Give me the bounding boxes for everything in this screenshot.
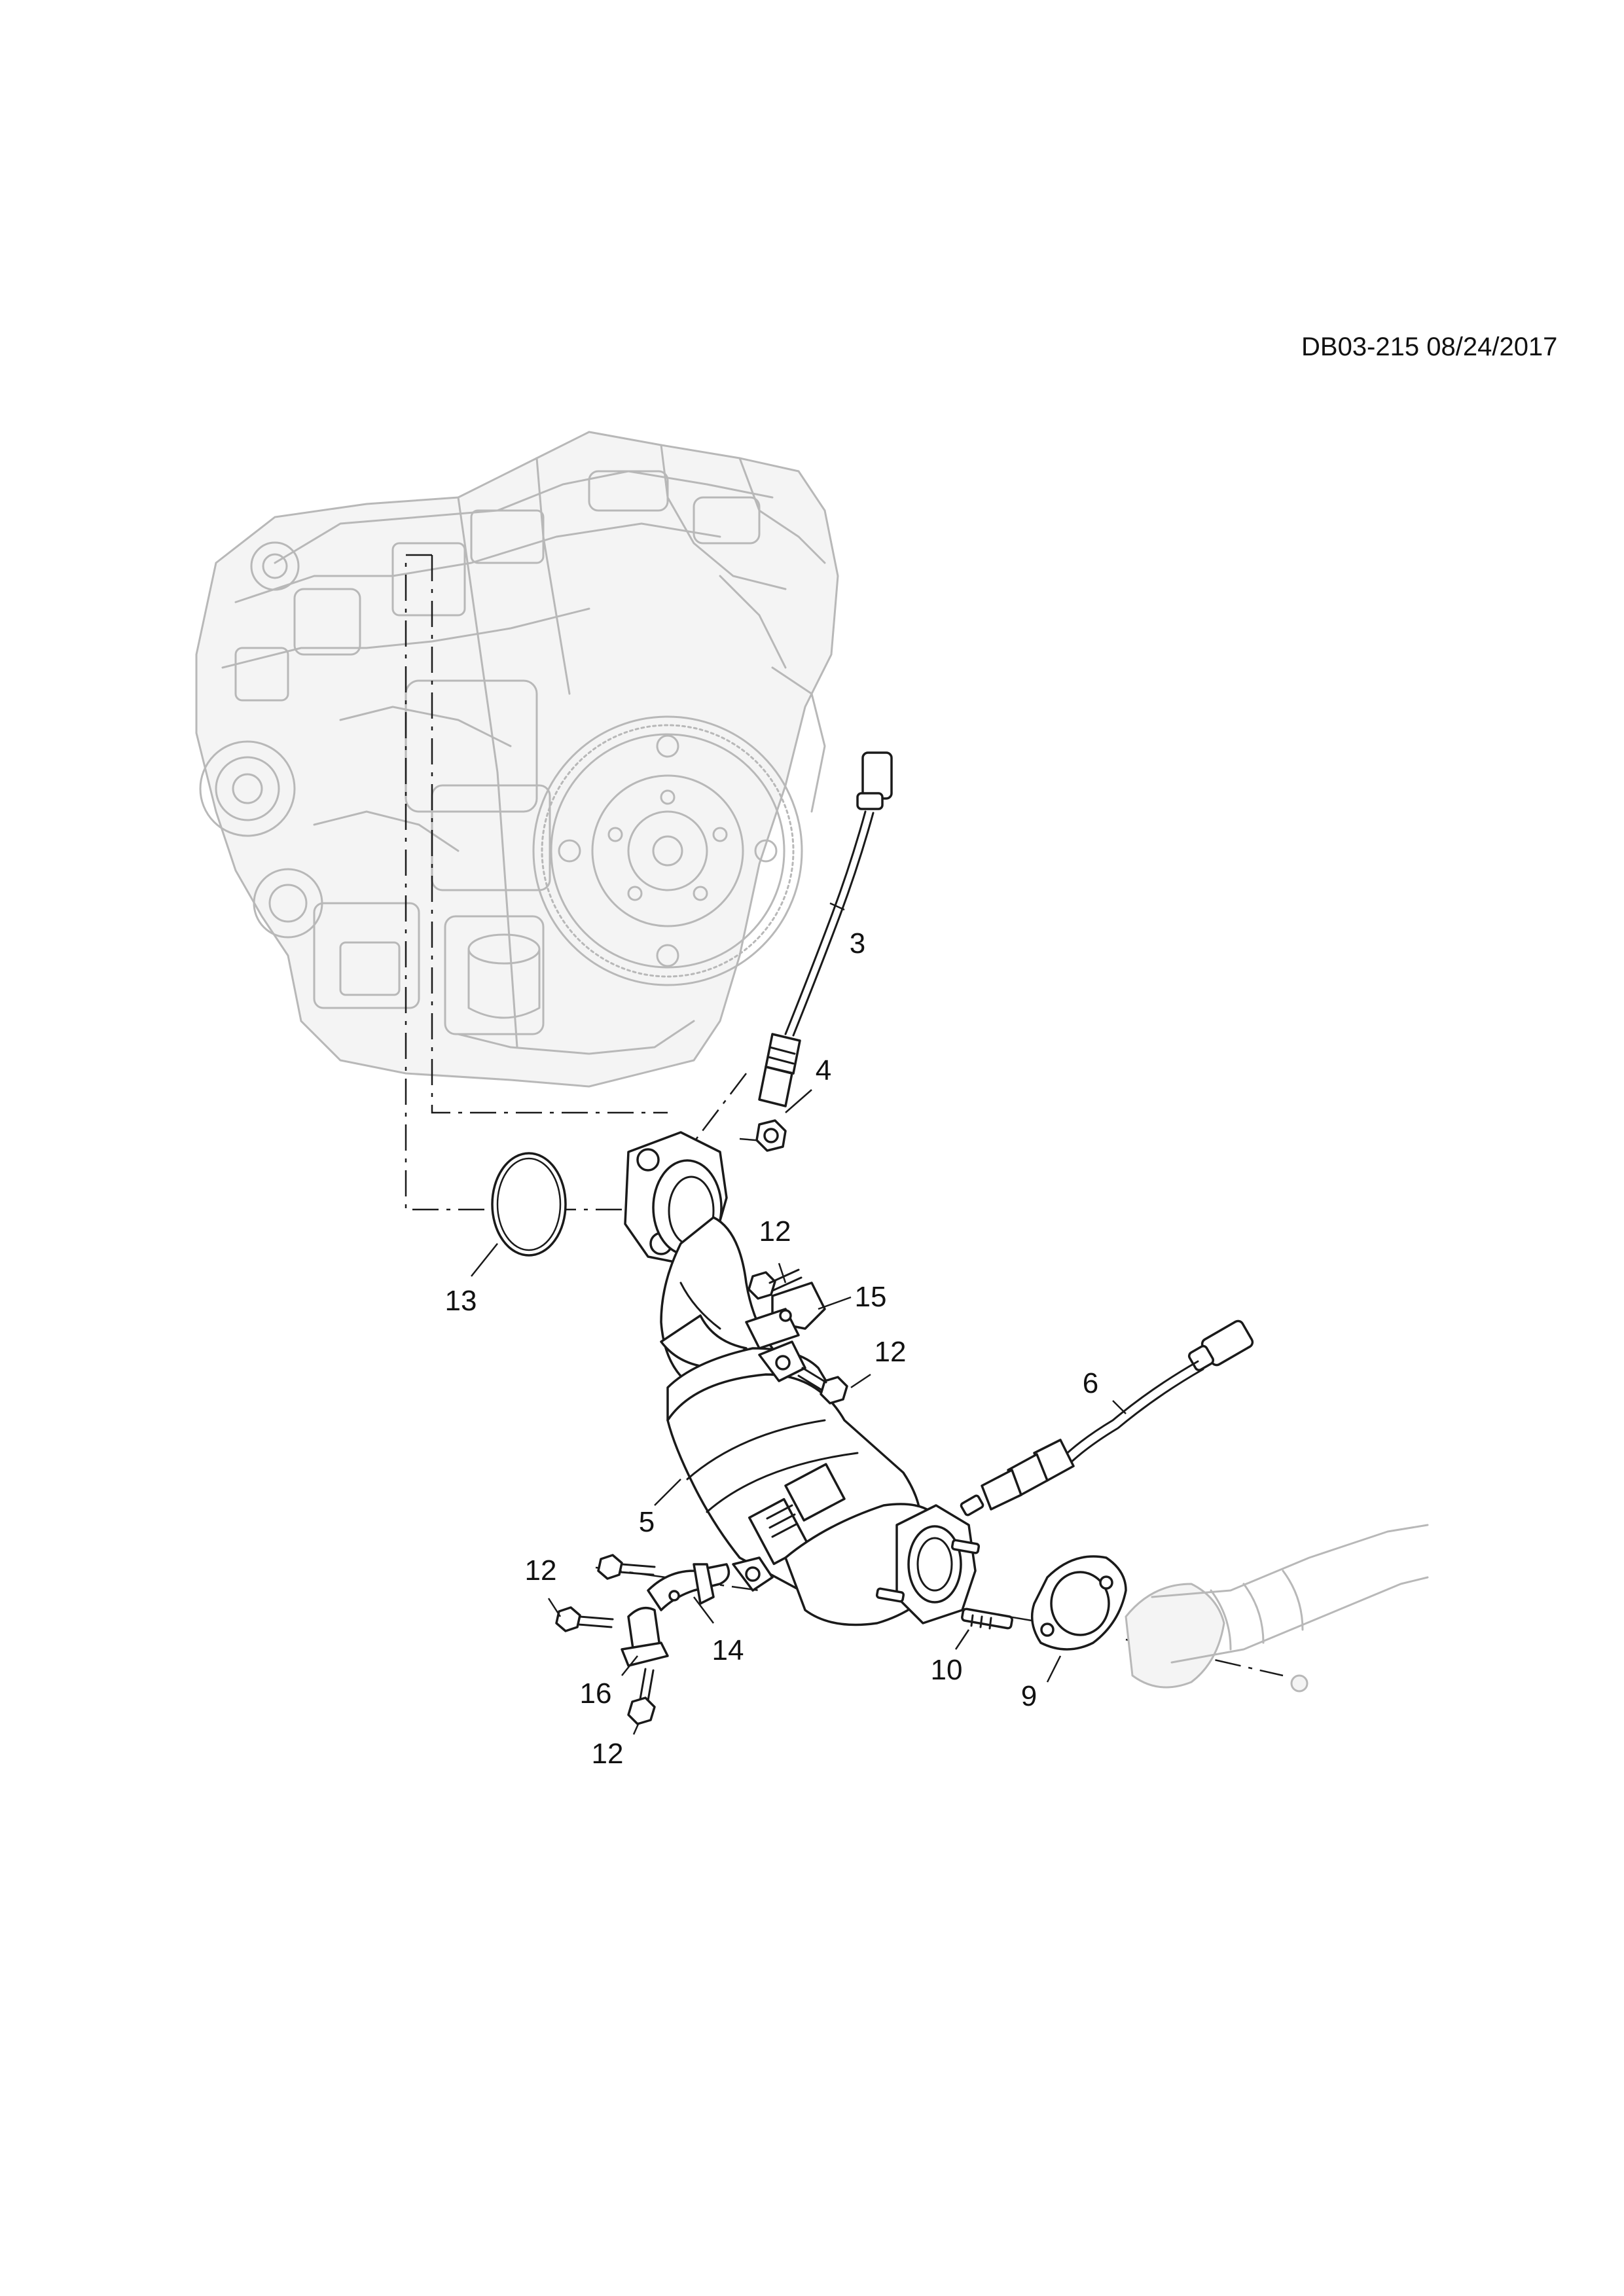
callout-12-middle: 12 [875, 1336, 907, 1368]
bolt-middle [797, 1367, 848, 1405]
callout-16: 16 [580, 1677, 612, 1710]
oxygen-sensor-downstream [981, 1319, 1254, 1511]
callout-9: 9 [1021, 1680, 1037, 1712]
callout-labels: 3 4 5 6 9 10 12 12 12 12 13 14 15 16 [445, 927, 1099, 1770]
leader-lines [471, 902, 1127, 1735]
bolt-bottom [627, 1668, 656, 1725]
callout-12-upper: 12 [759, 1215, 791, 1247]
callout-12-bottom: 12 [592, 1738, 624, 1770]
nut [755, 1119, 787, 1152]
bracket-upper [745, 1282, 826, 1350]
stud [961, 1607, 1013, 1630]
seal-ring [491, 1152, 567, 1257]
drawing-reference: DB03-215 08/24/2017 [1301, 332, 1558, 361]
bolt-upper [748, 1268, 803, 1300]
gasket [1030, 1555, 1127, 1651]
callout-15: 15 [855, 1281, 887, 1313]
bolt-left-upper [597, 1554, 656, 1580]
callout-4: 4 [816, 1054, 831, 1086]
callout-5: 5 [639, 1506, 655, 1538]
engine-assembly-illustration [195, 431, 839, 1088]
callout-14: 14 [712, 1634, 744, 1666]
callout-10: 10 [931, 1654, 963, 1686]
bolt-left-lower [555, 1606, 614, 1632]
callout-12-left: 12 [525, 1554, 557, 1587]
oxygen-sensor-upstream [758, 751, 893, 1107]
callout-3: 3 [850, 927, 865, 960]
exhaust-pipe-illustration [1125, 1524, 1429, 1693]
callout-6: 6 [1083, 1367, 1098, 1399]
callout-13: 13 [445, 1285, 477, 1317]
bracket-lower [647, 1563, 731, 1611]
catalytic-converter [624, 1131, 984, 1626]
bracket-small [621, 1606, 669, 1667]
